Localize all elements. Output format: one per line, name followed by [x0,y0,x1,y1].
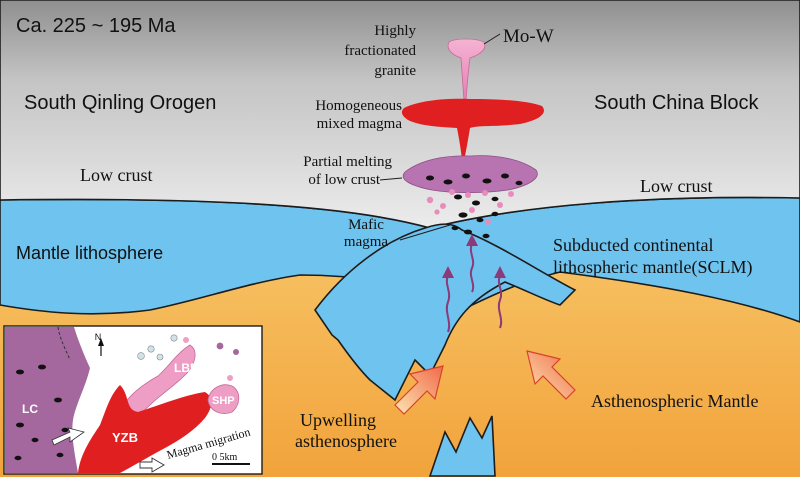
subducted-slab [314,223,577,402]
inset-yzb-unit [78,385,212,473]
diagram-title: Ca. 225 ~ 195 Ma [16,15,176,37]
heat-flow-arrows [445,243,503,333]
mo-w-label: Mo-W [503,26,554,47]
granite-plume [447,38,486,101]
inset-lbd-unit [117,344,196,420]
inset-lbd-label: LBD [174,361,199,375]
granite-label-line-1: Highly [374,23,416,39]
inset-lc-label: LC [22,402,38,416]
mixed-magma-label-line-1: Homogeneous [315,98,402,114]
inset-yzb-label: YZB [112,430,138,445]
asthenospheric-mantle-label: Asthenospheric Mantle [591,391,758,411]
partial-melting-label-line-1: Partial melting [303,154,392,170]
upwelling-label-line-1: Upwelling [300,410,376,430]
heat-arrow-heads [442,234,506,278]
magma-migration-legend-arrow [139,457,165,473]
inset-map: N LC YZB LBD SHP Magma migration 0 5km [3,325,263,475]
inset-lc-boundary [57,326,71,361]
partial-melting-body [402,155,538,194]
granite-label-line-3: granite [374,63,416,79]
partial-melt-droplets [426,189,514,225]
region-label-right: South China Block [594,92,760,114]
inset-migration-arrow [51,427,85,446]
low-crust-label-left: Low crust [80,165,152,185]
mixed-magma-body [401,98,544,160]
sclm-label-line-2: lithospheric mantle(SCLM) [553,257,752,278]
partial-melting-label-line-2: of low crust [308,172,380,188]
mafic-magma-label-line-1: Mafic [348,217,384,233]
upwelling-label-line-2: asthenosphere [295,431,397,451]
inset-shp-label: SHP [212,395,235,407]
mixed-magma-label-line-2: mixed magma [317,116,403,132]
upwelling-arrows [394,350,576,415]
mafic-magma-label-line-2: magma [344,234,388,250]
inset-shp-unit [207,384,240,414]
north-arrow [98,338,104,356]
mantle-lithosphere-label: Mantle lithosphere [16,243,163,263]
scale-label: 0 5km [212,452,238,463]
inset-dots [137,334,239,381]
subducted-slab-lower [428,415,496,477]
granite-label-line-2: fractionated [344,43,416,59]
low-crust-label-right: Low crust [640,176,712,196]
north-label: N [95,332,102,342]
region-label-left: South Qinling Orogen [24,92,216,114]
inset-lc-blobs [14,364,69,461]
leader-lines [379,33,501,241]
sclm-label-line-1: Subducted continental [553,235,713,255]
mafic-magma-blobs [426,173,523,239]
